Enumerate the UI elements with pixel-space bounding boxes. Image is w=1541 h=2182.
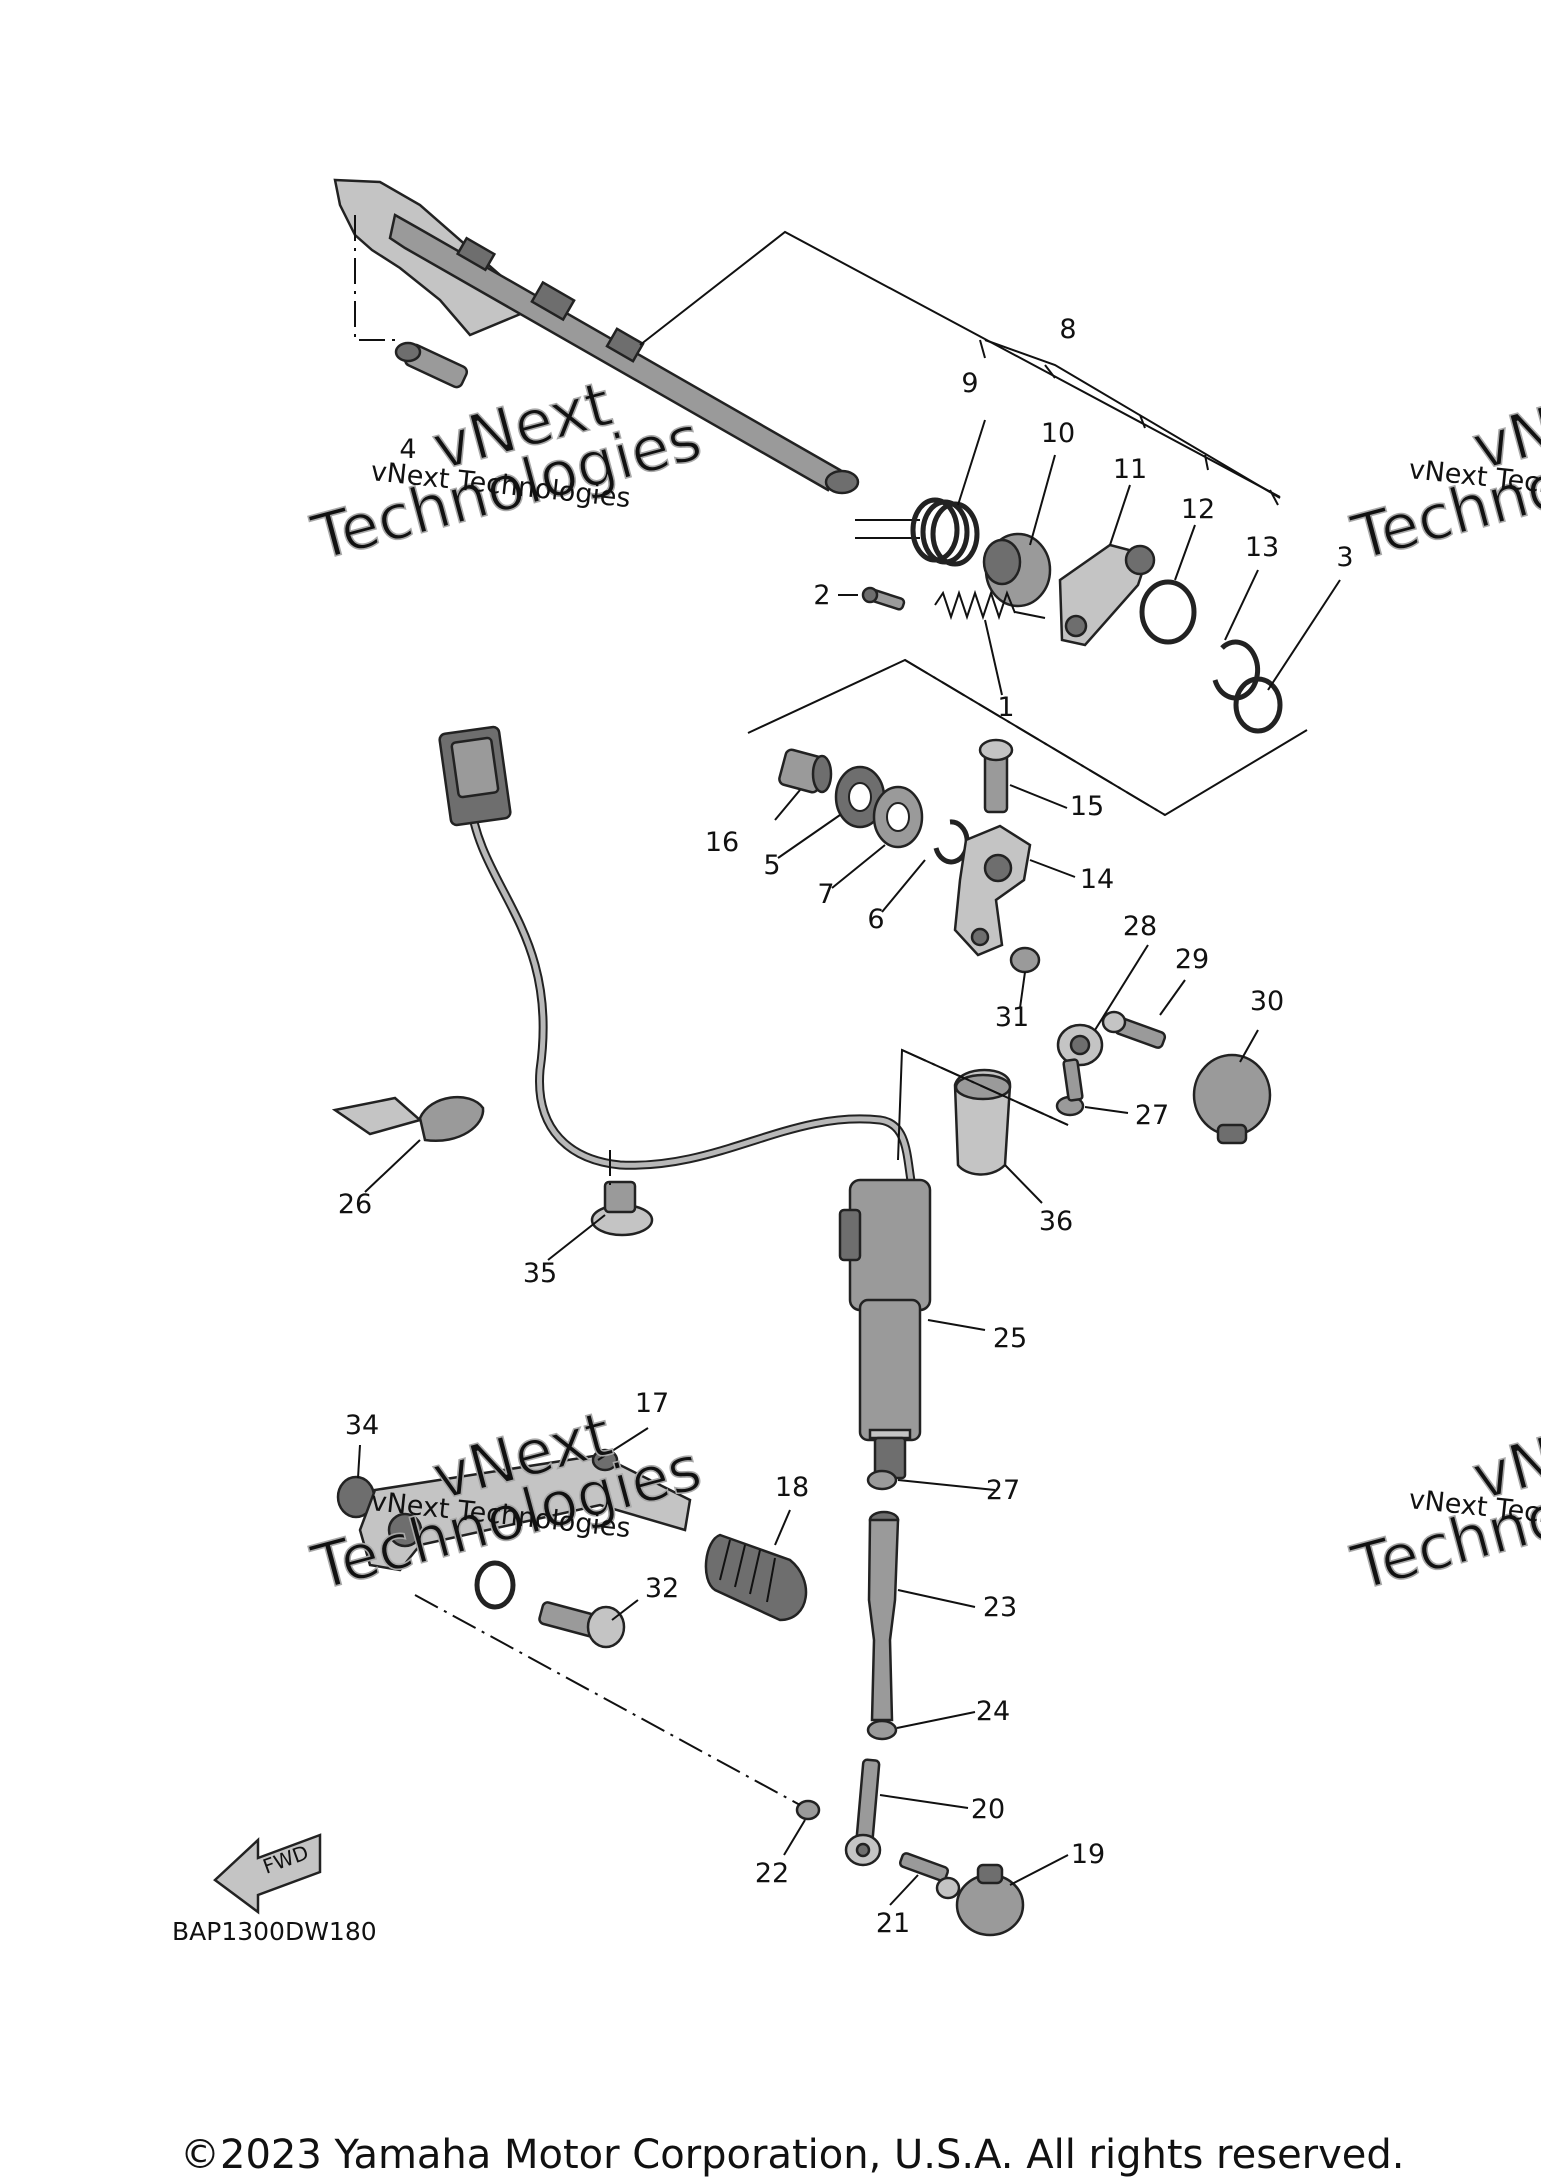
- callout-34: 34: [345, 1410, 379, 1441]
- callout-23: 23: [983, 1592, 1017, 1623]
- clamp-26[interactable]: [331, 1095, 485, 1143]
- callout-11: 11: [1113, 454, 1147, 485]
- callout-7: 7: [817, 879, 834, 910]
- nut-24[interactable]: [866, 1719, 898, 1741]
- callout-26: 26: [338, 1189, 372, 1220]
- bushing-16[interactable]: [778, 748, 833, 794]
- gear-sensor-25[interactable]: [838, 1178, 932, 1480]
- callout-31: 31: [995, 1002, 1029, 1033]
- callout-30: 30: [1250, 986, 1284, 1017]
- callout-16: 16: [705, 827, 739, 858]
- forward-arrow-icon: FWD: [213, 1833, 322, 1915]
- callout-10: 10: [1041, 418, 1075, 449]
- circlip-13[interactable]: [1212, 639, 1261, 701]
- callout-1: 1: [997, 692, 1014, 723]
- cap-19[interactable]: [955, 1863, 1025, 1937]
- shift-lever-11[interactable]: [1058, 543, 1156, 647]
- callout-22: 22: [755, 1858, 789, 1889]
- torsion-spring-9[interactable]: [855, 497, 980, 567]
- callout-20: 20: [971, 1794, 1005, 1825]
- cap-30[interactable]: [1192, 1053, 1272, 1145]
- callouts: 8 9 10 11 12 13 3 2 1 4 15 16 5 14 7 6 2…: [338, 314, 1354, 1939]
- ring-12[interactable]: [1139, 579, 1197, 645]
- washer-3[interactable]: [1233, 676, 1283, 734]
- holder-35[interactable]: [590, 1180, 654, 1237]
- connector[interactable]: [438, 725, 512, 827]
- callout-27-upper: 27: [1135, 1100, 1169, 1131]
- bolt-15[interactable]: [978, 738, 1014, 814]
- callout-13: 13: [1245, 532, 1279, 563]
- bolt-2[interactable]: [861, 586, 906, 611]
- nut-27-lower[interactable]: [866, 1469, 898, 1491]
- callout-28: 28: [1123, 911, 1157, 942]
- pedal-rubber-18[interactable]: [704, 1533, 808, 1622]
- o-ring[interactable]: [474, 1560, 516, 1610]
- callout-12: 12: [1181, 494, 1215, 525]
- nut-31[interactable]: [1009, 946, 1041, 974]
- bolt-21[interactable]: [898, 1852, 961, 1900]
- callout-9: 9: [961, 368, 978, 399]
- callout-5: 5: [763, 850, 780, 881]
- rod-end-20[interactable]: [844, 1758, 882, 1867]
- callout-6: 6: [867, 904, 884, 935]
- collar-10[interactable]: [982, 532, 1052, 608]
- shift-shaft[interactable]: [333, 178, 860, 495]
- nut-22[interactable]: [795, 1799, 821, 1821]
- shift-pedal-17[interactable]: [358, 1448, 692, 1572]
- callout-17: 17: [635, 1388, 669, 1419]
- callout-15: 15: [1070, 791, 1104, 822]
- leader-lines: [357, 230, 1341, 1906]
- callout-4: 4: [399, 434, 416, 465]
- callout-21: 21: [876, 1908, 910, 1939]
- tension-spring-1[interactable]: [934, 589, 1046, 621]
- shift-rod-23[interactable]: [867, 1510, 900, 1722]
- washer-7[interactable]: [872, 785, 924, 849]
- callout-18: 18: [775, 1472, 809, 1503]
- callout-32: 32: [645, 1573, 679, 1604]
- callout-29: 29: [1175, 944, 1209, 975]
- stud-4[interactable]: [394, 341, 469, 389]
- callout-36: 36: [1039, 1206, 1073, 1237]
- callout-2: 2: [813, 580, 830, 611]
- copyright-notice: ©2023 Yamaha Motor Corporation, U.S.A. A…: [180, 2132, 1405, 2178]
- callout-24: 24: [976, 1696, 1010, 1727]
- callout-14: 14: [1080, 864, 1114, 895]
- callout-19: 19: [1071, 1839, 1105, 1870]
- callout-27-lower: 27: [986, 1475, 1020, 1506]
- rod-end-28[interactable]: [1056, 1023, 1104, 1102]
- bolt-29[interactable]: [1101, 1010, 1167, 1049]
- oil-seal-5[interactable]: [834, 765, 886, 829]
- callout-8: 8: [1059, 314, 1076, 345]
- callout-35: 35: [523, 1258, 557, 1289]
- bolt-32[interactable]: [538, 1601, 626, 1649]
- callout-25: 25: [993, 1323, 1027, 1354]
- callout-3: 3: [1336, 542, 1353, 573]
- diagram-code: BAP1300DW180: [172, 1917, 377, 1946]
- lever-14[interactable]: [953, 824, 1032, 957]
- sensor-cable[interactable]: [465, 795, 930, 1225]
